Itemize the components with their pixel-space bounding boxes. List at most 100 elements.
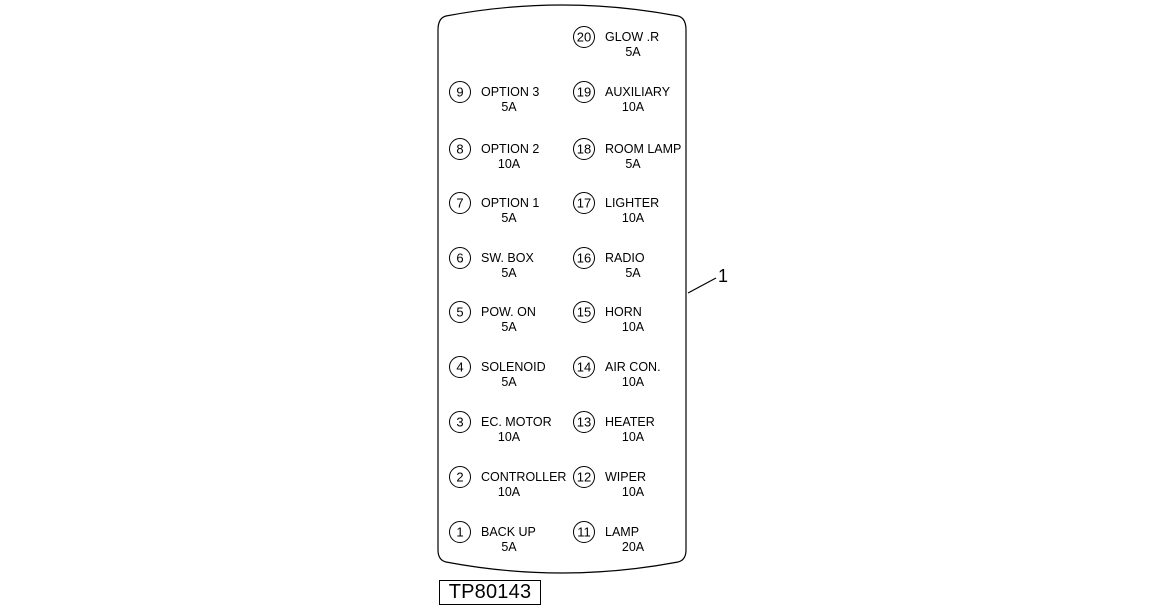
fuse-number-circle (573, 138, 595, 160)
fuse-number: 8 (456, 142, 463, 157)
fuse-number: 13 (577, 415, 591, 430)
fuse-number-circle (573, 521, 595, 543)
fuse-number-circle (449, 356, 471, 378)
fuse-rating: 5A (501, 540, 517, 554)
fuse-name: GLOW .R (605, 30, 659, 44)
fuse-name: CONTROLLER (481, 470, 566, 484)
fuse-name: HORN (605, 305, 642, 319)
fuse-number: 3 (456, 415, 463, 430)
fuse-name: AUXILIARY (605, 85, 671, 99)
fuse-number: 19 (577, 85, 591, 100)
fuse-number: 17 (577, 196, 591, 211)
fuse-rating: 5A (625, 45, 641, 59)
fuse-number: 1 (456, 525, 463, 540)
fuse-name: OPTION 1 (481, 196, 539, 210)
fuse-name: BACK UP (481, 525, 536, 539)
fuse-number: 4 (456, 360, 463, 375)
fuse-name: OPTION 2 (481, 142, 539, 156)
fuse-rating: 10A (622, 320, 645, 334)
fuse-number: 11 (577, 525, 591, 540)
fuse-rating: 10A (622, 211, 645, 225)
fuse-name: EC. MOTOR (481, 415, 552, 429)
fuse-number-circle (449, 411, 471, 433)
fuse-name: SOLENOID (481, 360, 546, 374)
fuse-name: SW. BOX (481, 251, 534, 265)
fuse-name: HEATER (605, 415, 655, 429)
fuse-number: 9 (456, 85, 463, 100)
fuse-number-circle (449, 301, 471, 323)
fuse-rating: 10A (622, 375, 645, 389)
fuse-rating: 10A (622, 485, 645, 499)
fuse-name: OPTION 3 (481, 85, 539, 99)
fuse-rating: 5A (501, 375, 517, 389)
fuse-number-circle (449, 247, 471, 269)
fuse-rating: 10A (498, 485, 521, 499)
fuse-number: 12 (577, 470, 591, 485)
fuse-rating: 5A (625, 266, 641, 280)
fuse-name: AIR CON. (605, 360, 661, 374)
fuse-number-circle (573, 192, 595, 214)
fuse-rating: 10A (622, 430, 645, 444)
fuse-rating: 10A (498, 157, 521, 171)
fuse-number: 20 (577, 30, 591, 45)
fuse-rating: 10A (498, 430, 521, 444)
fuse-number: 14 (577, 360, 591, 375)
fuse-number-circle (573, 356, 595, 378)
fuse-number-circle (573, 26, 595, 48)
fuse-number-circle (573, 466, 595, 488)
callout-leader-line (687, 277, 717, 294)
fuse-number-circle (573, 301, 595, 323)
fuse-entry-7: 7 OPTION 15A (449, 192, 539, 225)
fuse-name: POW. ON (481, 305, 536, 319)
fuse-rating: 5A (625, 157, 641, 171)
fuse-rating: 10A (622, 100, 645, 114)
fuse-number-circle (573, 411, 595, 433)
fuse-number: 2 (456, 470, 463, 485)
fuse-number: 16 (577, 251, 591, 266)
fuse-number-circle (573, 247, 595, 269)
fuse-number: 15 (577, 305, 591, 320)
fuse-number: 5 (456, 305, 463, 320)
fuse-number-circle (573, 81, 595, 103)
callout-label: 1 (718, 266, 728, 286)
fuse-rating: 5A (501, 266, 517, 280)
fuse-number-circle (449, 192, 471, 214)
fuse-number: 7 (456, 196, 463, 211)
fuse-rating: 5A (501, 100, 517, 114)
fuse-number-circle (449, 521, 471, 543)
figure-id-box: TP80143 (439, 580, 541, 605)
fuse-rating: 5A (501, 320, 517, 334)
fuse-number: 18 (577, 142, 591, 157)
fuse-rating: 20A (622, 540, 645, 554)
fuse-entry-9: 9 OPTION 35A (449, 81, 539, 114)
fuse-entry-20: 20 GLOW .R5A (573, 26, 659, 59)
fuse-number-circle (449, 138, 471, 160)
fuse-name: ROOM LAMP (605, 142, 681, 156)
fuse-box-outline (437, 4, 687, 574)
fuse-number-circle (449, 466, 471, 488)
fuse-entry-14: 14 AIR CON.10A (573, 356, 661, 389)
fuse-name: RADIO (605, 251, 645, 265)
fuse-rating: 5A (501, 211, 517, 225)
fuse-number-circle (449, 81, 471, 103)
fuse-name: LAMP (605, 525, 639, 539)
fuse-name: LIGHTER (605, 196, 659, 210)
fuse-name: WIPER (605, 470, 646, 484)
